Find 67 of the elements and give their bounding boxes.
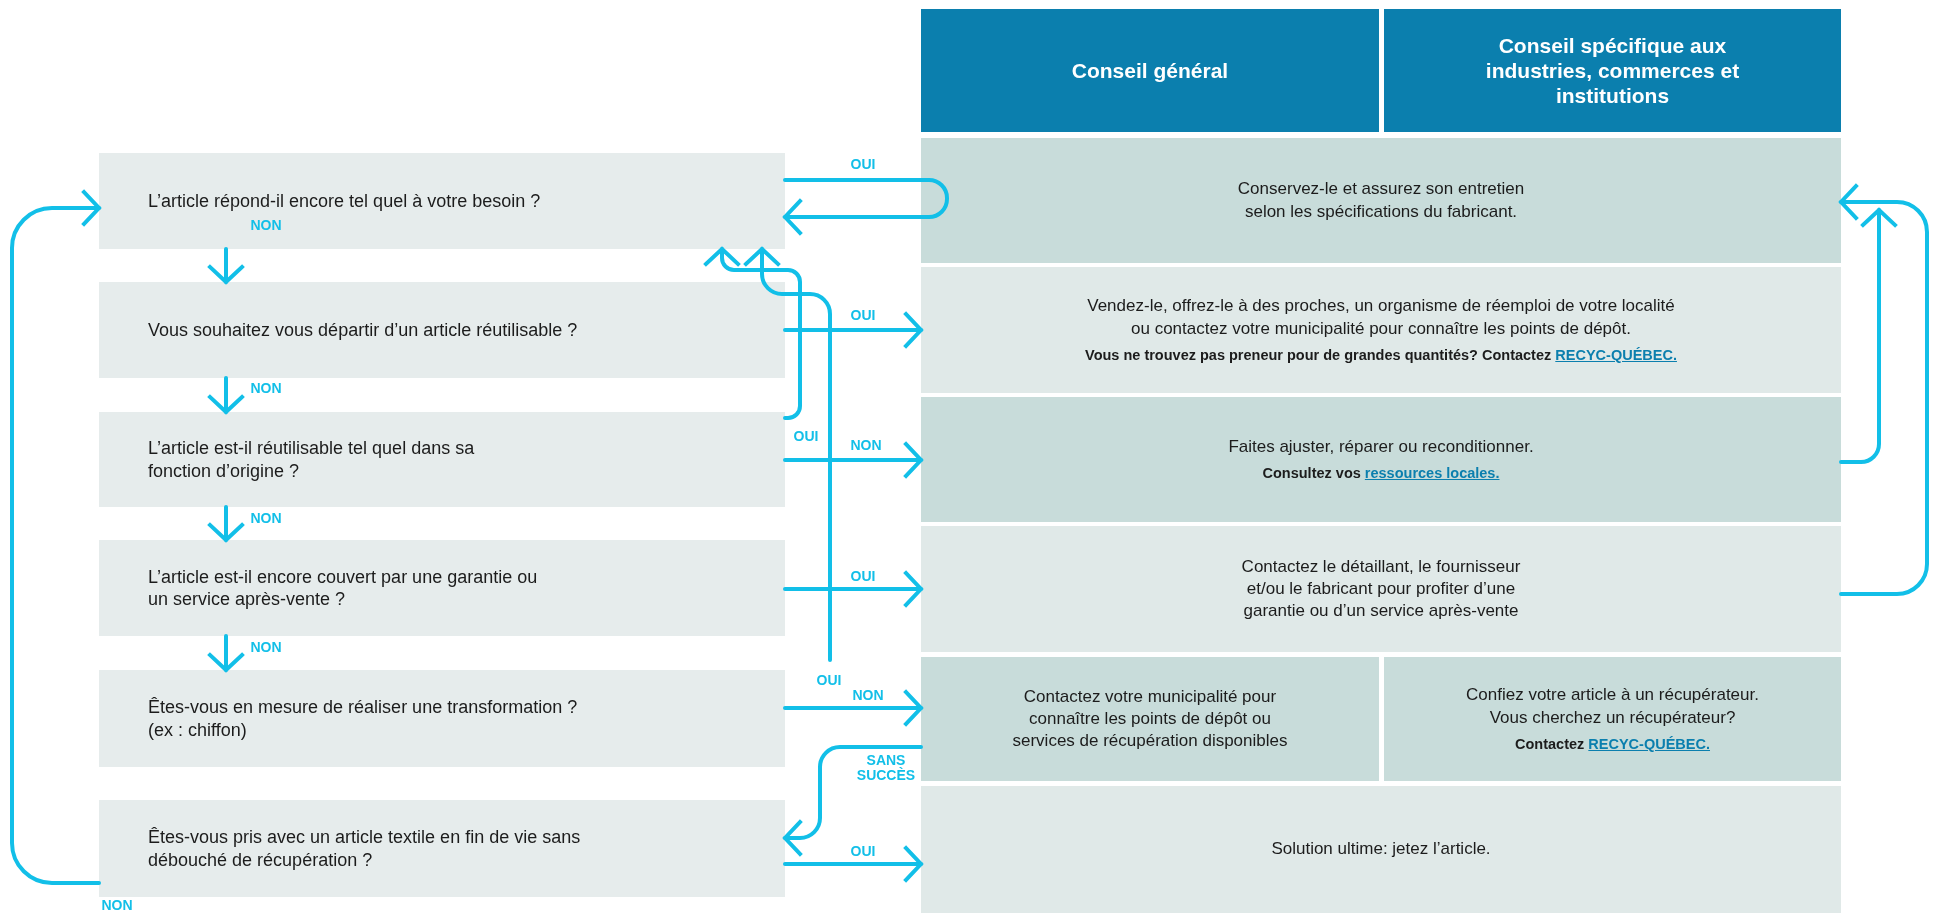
advice-text: Vendez-le, offrez-le à des proches, un organisme de réemploi de votre localité ou contactez votre municipalité pour connaître les points de dépôt.	[1086, 295, 1676, 340]
question-text: L’article est-il réutilisable tel quel dans sa fonction d’origine ?	[148, 437, 476, 482]
edge-label: OUI	[850, 307, 876, 323]
edge-label: OUI	[850, 843, 876, 859]
arrow	[10, 190, 101, 885]
arrow	[208, 247, 244, 284]
header-text: Conseil spécifique aux industries, commerces et institutions	[1484, 32, 1741, 109]
note-text: Contactez	[1515, 735, 1585, 752]
column-header	[1384, 9, 1841, 132]
connector-line	[783, 178, 923, 182]
advice-text: Faites ajuster, réparer ou reconditionner.	[1228, 436, 1534, 459]
advice-text: Contactez votre municipalité pour connaître les points de dépôt ou services de récupération disponibles	[1011, 685, 1289, 753]
advice-text: Solution ultime: jetez l’article.	[1271, 838, 1491, 861]
edge-label: OUI	[850, 568, 876, 584]
arrow	[783, 178, 949, 235]
arrow	[208, 634, 244, 672]
edge-label: OUI	[816, 672, 842, 688]
edge-label: OUI	[850, 156, 876, 172]
arrow	[1839, 184, 1929, 596]
edge-label: NON	[101, 897, 133, 913]
question-box	[99, 412, 785, 507]
edge-label: NON	[250, 380, 282, 396]
question-text: Êtes-vous en mesure de réaliser une transformation ? (ex : chiffon)	[148, 696, 579, 741]
advice-box	[921, 397, 1841, 522]
question-text: Vous souhaitez vous départir d’un article réutilisable ?	[148, 318, 578, 342]
note-text: Vous ne trouvez pas preneur pour de grandes quantités? Contactez	[1085, 346, 1552, 363]
arrow	[208, 376, 244, 414]
question-box	[99, 153, 785, 249]
arrow	[783, 312, 923, 348]
header-text: Conseil général	[1071, 57, 1229, 84]
advice-text: Conservez-le et assurez son entretien selon les spécifications du fabricant.	[1236, 178, 1526, 223]
question-box	[99, 670, 785, 767]
question-text: L’article est-il encore couvert par une garantie ou un service après-vente ?	[148, 565, 539, 611]
edge-label: SANS SUCCÈS	[855, 753, 917, 783]
question-text: L’article répond-il encore tel quel à votre besoin ?	[148, 189, 541, 213]
edge-label: NON	[250, 217, 282, 233]
arrow	[1839, 208, 1897, 464]
advice-box	[921, 138, 1841, 263]
arrow	[783, 442, 923, 478]
advice-box	[921, 267, 1841, 393]
arrow	[783, 846, 923, 882]
arrow	[744, 247, 832, 662]
advice-text: Contactez le détaillant, le fournisseur et/ou le fabricant pour profiter d’une garantie ou d’un service après-vente	[1240, 555, 1522, 623]
edge-label: NON	[850, 437, 882, 453]
question-box	[99, 282, 785, 378]
arrow	[208, 505, 244, 542]
link: RECYC-QUÉBEC.	[1555, 346, 1677, 363]
advice-box	[921, 786, 1841, 913]
question-box	[99, 540, 785, 636]
question-box	[99, 800, 785, 897]
arrow	[783, 571, 923, 607]
advice-box	[921, 657, 1379, 781]
arrow	[704, 247, 802, 420]
advice-text: Confiez votre article à un récupérateur. Vous cherchez un récupérateur?	[1465, 684, 1760, 729]
advice-box	[1384, 657, 1841, 781]
column-header	[921, 9, 1379, 132]
note-text: Consultez vos	[1262, 465, 1361, 482]
arrow	[783, 690, 923, 726]
edge-label: NON	[250, 639, 282, 655]
edge-label: OUI	[793, 428, 819, 444]
question-text: Êtes-vous pris avec un article textile en fin de vie sans débouché de récupération ?	[148, 826, 582, 871]
link: ressources locales.	[1364, 465, 1500, 482]
edge-label: NON	[250, 510, 282, 526]
edge-label: NON	[852, 687, 884, 703]
link: RECYC-QUÉBEC.	[1588, 735, 1710, 752]
advice-box	[921, 526, 1841, 652]
arrow	[783, 745, 923, 856]
